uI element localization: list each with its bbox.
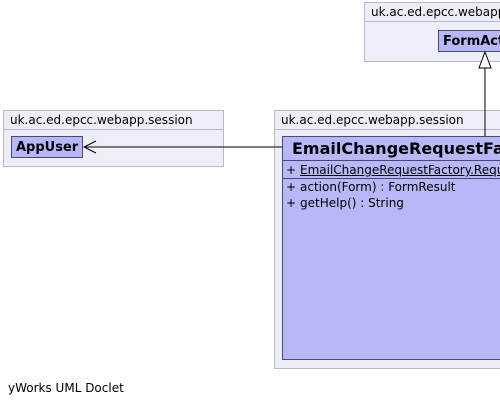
member-text: getHelp() : String — [300, 196, 404, 210]
class-name-formaction: FormAction — [443, 34, 500, 49]
package-tab-session-main: uk.ac.ed.epcc.webapp.session — [274, 110, 500, 130]
package-label-forms: uk.ac.ed.epcc.webapp.forms. — [371, 5, 500, 19]
class-member-method: +getHelp() : String — [283, 195, 500, 211]
class-name-appuser: AppUser — [16, 140, 79, 155]
class-member-field: +EmailChangeRequestFactory.RequestAction — [283, 162, 500, 178]
package-tab-forms: uk.ac.ed.epcc.webapp.forms. — [364, 2, 500, 22]
class-divider — [283, 160, 500, 161]
class-member-method: +action(Form) : FormResult — [283, 179, 500, 195]
visibility-marker: + — [286, 196, 297, 210]
footer-label: yWorks UML Doclet — [8, 381, 124, 395]
package-label-session-main: uk.ac.ed.epcc.webapp.session — [281, 113, 464, 127]
package-tab-session-left: uk.ac.ed.epcc.webapp.session — [3, 110, 224, 130]
class-formaction: FormAction — [438, 30, 500, 52]
package-label-session-left: uk.ac.ed.epcc.webapp.session — [10, 113, 193, 127]
class-divider — [283, 178, 500, 179]
visibility-marker: + — [286, 180, 297, 194]
class-appuser: AppUser — [11, 136, 83, 158]
visibility-marker: + — [286, 163, 297, 177]
member-text: EmailChangeRequestFactory.RequestAction — [300, 163, 500, 177]
class-emailchangerequestfactory: EmailChangeRequestFactory +EmailChangeRe… — [282, 136, 500, 360]
member-text: action(Form) : FormResult — [300, 180, 456, 194]
class-name-emailchangerequestfactory: EmailChangeRequestFactory — [292, 139, 500, 158]
